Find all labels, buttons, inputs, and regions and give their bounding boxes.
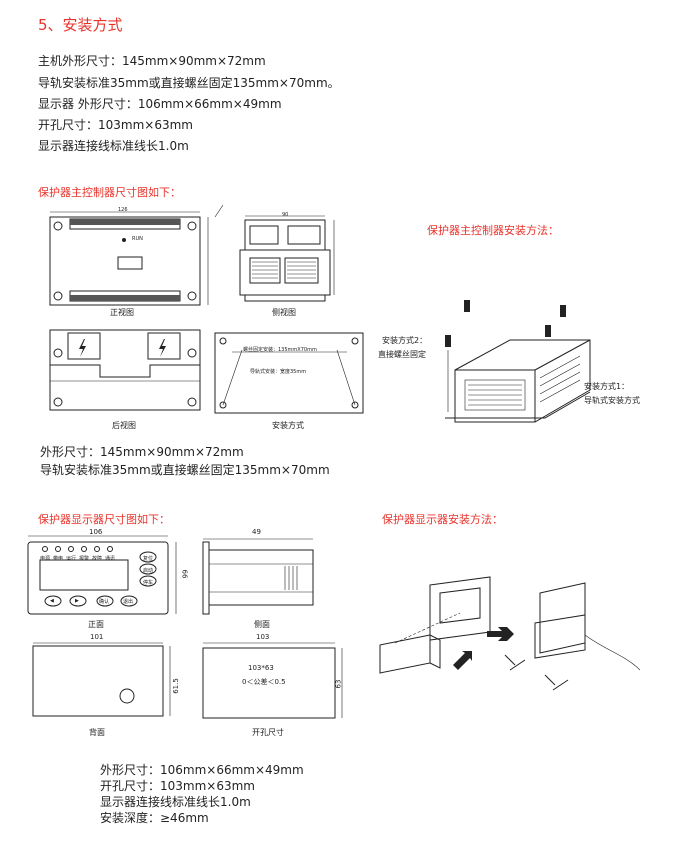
spec-line: 导轨安装标准35mm或直接螺丝固定135mm×70mm。: [38, 76, 340, 90]
spec-line: 开孔尺寸：103mm×63mm: [38, 118, 193, 132]
display-install-title: 保护器显示器安装方法：: [382, 513, 503, 526]
led-label: 故障: [92, 556, 103, 562]
mount-view-drawing: [214, 332, 364, 414]
mount-rail-note: 导轨式安装：宽度35mm: [250, 369, 307, 375]
display-spec-line: 安装深度：≥46mm: [100, 811, 209, 825]
led-label: 电源: [40, 556, 51, 562]
dim-front-w: 106: [89, 528, 103, 536]
mount-screw-note: 螺丝固定安装：135mmX70mm: [243, 347, 317, 353]
main-install-drawing: [445, 300, 591, 423]
dim-cut-w: 103: [256, 633, 270, 641]
cutout-size: 103*63: [248, 664, 274, 672]
led-label: 报警: [79, 556, 90, 562]
mode1-desc: 导轨式安装方式: [584, 396, 640, 405]
dim-front-h: 66: [180, 569, 189, 579]
btn-label: 退出: [123, 599, 134, 605]
display-back-label: 背面: [89, 728, 105, 737]
btn-label: ◀: [50, 598, 54, 604]
btn-label: 启动: [143, 568, 154, 574]
front-view-drawing: [49, 204, 224, 306]
display-side-label: 侧面: [254, 620, 270, 629]
display-install-drawing: [379, 576, 641, 691]
back-view-label: 后视图: [112, 421, 136, 430]
spec-line: 显示器 外形尺寸：106mm×66mm×49mm: [38, 97, 282, 111]
cutout-drawing: [202, 642, 343, 719]
dim-back-h: 61.5: [171, 678, 180, 694]
display-title: 保护器显示器尺寸图如下：: [38, 513, 170, 526]
dim-width: 126: [118, 207, 128, 213]
mount-view-label: 安装方式: [272, 421, 304, 430]
btn-label: 复位: [143, 556, 154, 562]
dim-cut-h: 63: [334, 679, 343, 689]
display-spec-line: 显示器连接线标准线长1.0m: [100, 795, 251, 809]
dim-side: 90: [282, 212, 289, 218]
mode1-label: 安装方式1：: [584, 382, 630, 391]
main-ctrl-title: 保护器主控制器尺寸图如下：: [38, 186, 181, 199]
run-indicator: RUN: [132, 236, 143, 242]
main-ctrl-install-title: 保护器主控制器安装方法：: [427, 224, 559, 237]
led-label: 通讯: [105, 556, 116, 562]
led-label: 运行: [66, 556, 77, 562]
side-view-label: 侧视图: [272, 308, 296, 317]
spec-line: 主机外形尺寸：145mm×90mm×72mm: [38, 54, 266, 68]
back-view-drawing: [49, 329, 201, 411]
dim-side-w: 49: [252, 528, 261, 536]
btn-label: 停车: [143, 580, 154, 586]
side-view-drawing: [239, 215, 335, 302]
btn-label: ▶: [75, 598, 79, 604]
mode2-label: 安装方式2：: [382, 336, 428, 345]
mode2-desc: 直接螺丝固定: [378, 350, 426, 359]
section-title: 5、安装方式: [38, 16, 123, 34]
main-spec-line: 导轨安装标准35mm或直接螺丝固定135mm×70mm: [40, 463, 330, 477]
display-back-drawing: [32, 642, 171, 717]
led-label: 带电: [53, 556, 64, 562]
display-front-drawing: [27, 535, 177, 615]
dim-back-w: 101: [90, 633, 104, 641]
display-side-drawing: [202, 538, 314, 615]
cutout-tolerance: 0＜公差＜0.5: [242, 678, 286, 686]
display-spec-line: 外形尺寸：106mm×66mm×49mm: [100, 763, 304, 777]
btn-label: 确认: [99, 599, 110, 605]
spec-line: 显示器连接线标准线长1.0m: [38, 139, 189, 153]
display-spec-line: 开孔尺寸：103mm×63mm: [100, 779, 255, 793]
cutout-label: 开孔尺寸: [252, 728, 284, 737]
front-view-label: 正视图: [110, 308, 134, 317]
display-front-label: 正面: [88, 620, 104, 629]
main-spec-line: 外形尺寸：145mm×90mm×72mm: [40, 445, 244, 459]
